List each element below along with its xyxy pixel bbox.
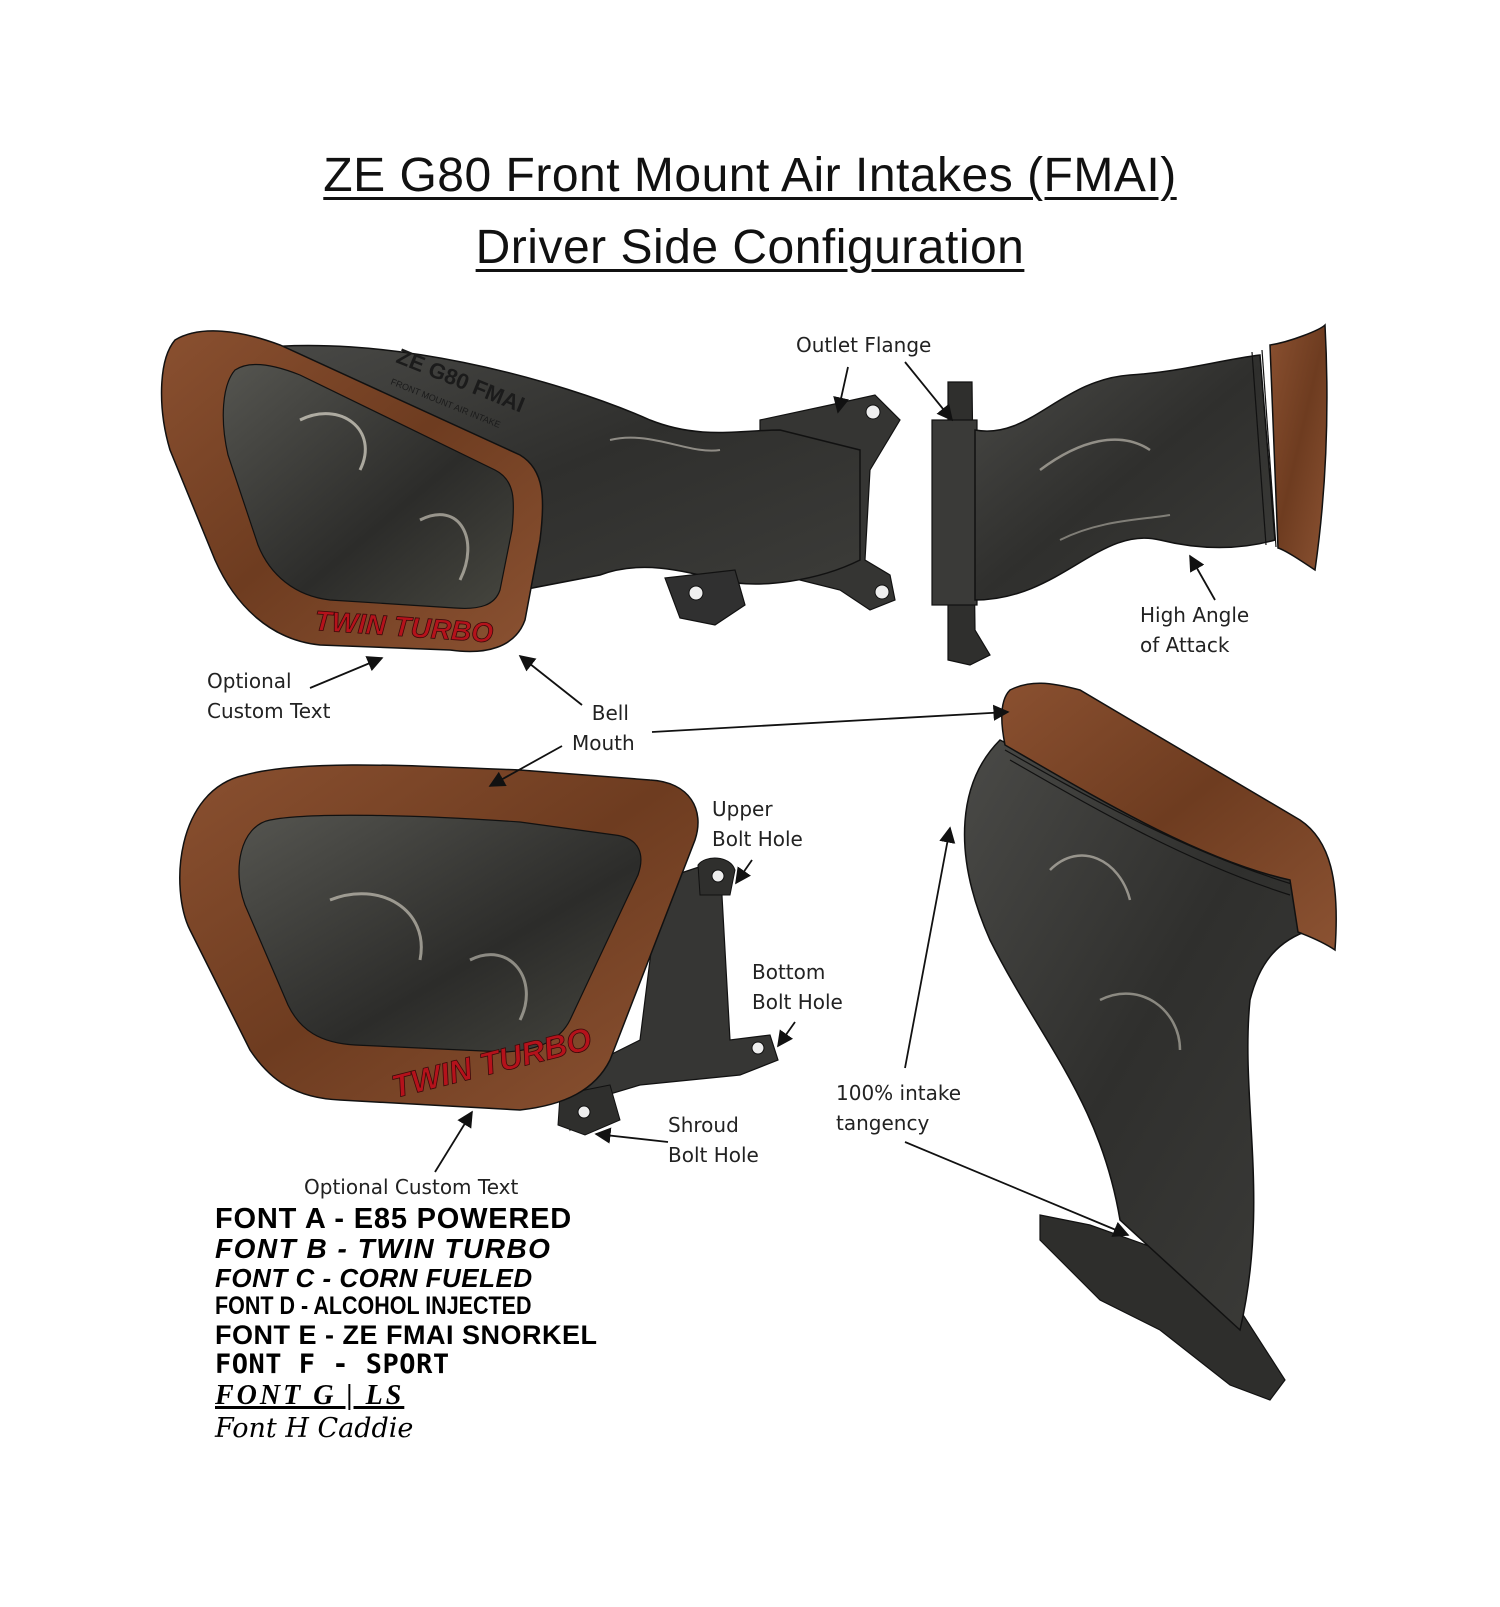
label-shroud-bolt: Shroud Bolt Hole [668,1110,759,1170]
label-high-angle-line2: of Attack [1140,633,1230,657]
label-high-angle: High Angle of Attack [1140,600,1249,660]
upper-bolt-hole [711,869,725,883]
vertical-bottom-flange [1039,1214,1286,1401]
label-bell-mouth-line2: Mouth [572,731,635,755]
font-option-c: FONT C - CORN FUELED [215,1263,533,1293]
arrow-optional-text-bottom [434,1110,473,1173]
intake-view-angled-top: ZE G80 FMAI FRONT MOUNT AIR INTAKE TWIN … [160,330,901,653]
front-bell-opening [238,814,642,1053]
label-bottom-bolt: Bottom Bolt Hole [752,957,843,1017]
arrow-bottom-bolt [777,1021,796,1048]
flange-hole-lower [874,584,890,600]
label-tangency-line2: tangency [836,1111,930,1135]
arrow-optional-text-top [309,656,384,689]
label-upper-bolt-line1: Upper [712,797,773,821]
label-shroud-bolt-line2: Bolt Hole [668,1143,759,1167]
side-flange-block [931,419,978,606]
label-optional-text-top-line1: Optional [207,669,292,693]
arrow-bell-mouth-top [518,654,583,706]
arrow-bell-mouth-right [651,704,1010,733]
lower-bracket [664,569,746,626]
arrow-outlet-flange-left [833,366,850,414]
bottom-bolt-hole [751,1041,765,1055]
lower-bracket-hole [688,585,704,601]
label-bottom-bolt-line2: Bolt Hole [752,990,843,1014]
label-bottom-bolt-line1: Bottom [752,960,826,984]
arrow-bell-mouth-bottom [488,745,563,787]
intake-view-front: TWIN TURBO [179,764,779,1136]
arrow-outlet-flange-right [904,361,954,422]
font-option-d: FONT D - ALCOHOL INJECTED [215,1292,532,1320]
flange-hole-upper [865,404,881,420]
side-tube [974,354,1276,601]
label-upper-bolt: Upper Bolt Hole [712,794,803,854]
arrow-high-angle [1189,554,1216,601]
font-option-g: FONT G | LS [215,1380,405,1411]
label-optional-text-top: Optional Custom Text [207,666,330,726]
arrow-upper-bolt [735,859,753,885]
font-option-b: FONT B - TWIN TURBO [215,1233,552,1264]
label-upper-bolt-line2: Bolt Hole [712,827,803,851]
label-shroud-bolt-line1: Shroud [668,1113,739,1137]
label-high-angle-line1: High Angle [1140,603,1250,627]
arrow-shroud-bolt [594,1127,669,1144]
page-title-line2: Driver Side Configuration [475,221,1025,274]
vertical-bell-flare [1000,682,1337,952]
callout-arrows [309,361,1216,1237]
label-tangency-line1: 100% intake [836,1081,962,1105]
label-optional-text-top-line2: Custom Text [207,699,331,723]
label-bell-mouth: Bell Mouth [572,698,635,758]
font-option-h: Font H Caddie [215,1413,414,1444]
side-bell-flare [1269,323,1328,572]
intake-view-vertical [963,682,1337,1401]
font-options-list: FONT A - E85 POWERED FONT B - TWIN TURBO… [215,1204,598,1446]
page-title-line1: ZE G80 Front Mount Air Intakes (FMAI) [323,149,1177,202]
font-option-f: FONT F - SPORT [215,1349,450,1380]
label-optional-text-bottom: Optional Custom Text [304,1175,519,1199]
arrow-tangency-bottom [904,1141,1130,1237]
font-option-a: FONT A - E85 POWERED [215,1203,573,1235]
label-tangency: 100% intake tangency [836,1078,961,1138]
arrow-tangency-top [904,826,956,1069]
bell-mouth-opening [222,364,514,610]
label-bell-mouth-line1: Bell [591,701,629,725]
font-option-e: FONT E - ZE FMAI SNORKEL [215,1320,598,1350]
intake-view-side-profile [931,323,1328,666]
shroud-bolt-hole [577,1105,591,1119]
label-outlet-flange: Outlet Flange [796,333,932,357]
